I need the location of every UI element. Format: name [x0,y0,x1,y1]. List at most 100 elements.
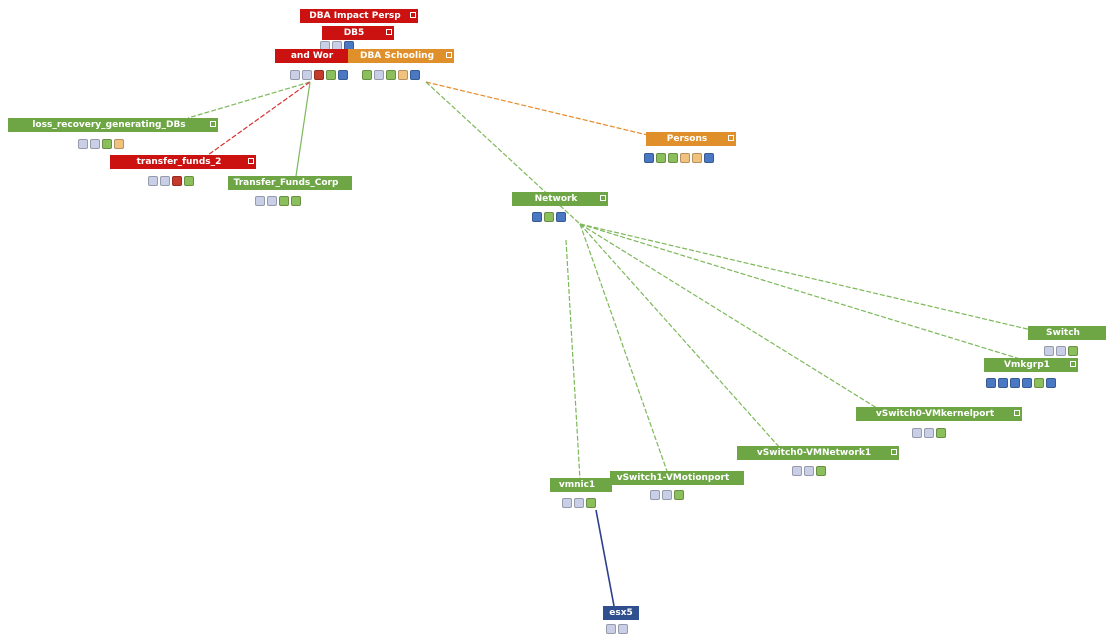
node-label: Vmkgrp1 [1004,360,1050,370]
node-label: Network [534,194,578,204]
user-icon[interactable] [998,378,1008,388]
user-icon[interactable] [556,212,566,222]
user-icon[interactable] [1022,378,1032,388]
link-icon[interactable] [656,153,666,163]
database-icon[interactable] [562,498,572,508]
user-icon[interactable] [1046,378,1056,388]
node-and-wor[interactable]: and Wor [275,49,357,63]
node-transfer-funds-2[interactable]: transfer_funds_2 [110,155,256,169]
link-icon[interactable] [291,196,301,206]
node-label: transfer_funds_2 [136,157,222,167]
user-icon[interactable] [1010,378,1020,388]
link-icon[interactable] [1068,346,1078,356]
database-icon[interactable] [574,498,584,508]
node-vswitch0-vmnetwork1-icons [792,466,826,478]
node-dba-impact-persp[interactable]: DBA Impact Persp [300,9,418,23]
expand-icon[interactable] [248,158,254,164]
document-icon[interactable] [398,70,408,80]
node-persons-icons [644,153,714,165]
edge-n3-n7 [295,81,311,177]
database-icon[interactable] [148,176,158,186]
database-icon[interactable] [618,624,628,634]
node-esx5[interactable]: esx5 [603,606,639,620]
link-icon[interactable] [102,139,112,149]
edge-n9-n12 [579,223,881,411]
node-vmnic1[interactable]: vmnic1 [550,478,612,492]
user-icon[interactable] [986,378,996,388]
database-icon[interactable] [650,490,660,500]
key-icon[interactable] [314,70,324,80]
link-icon[interactable] [386,70,396,80]
link-icon[interactable] [668,153,678,163]
link-icon[interactable] [816,466,826,476]
expand-icon[interactable] [1070,361,1076,367]
edge-n9-n10 [579,223,1041,333]
node-persons[interactable]: Persons [646,132,736,146]
node-vmnic1-icons [562,498,596,510]
node-vswitch0-vmkernelport-icons [912,428,946,440]
edge-n15-n16 [595,509,615,607]
expand-icon[interactable] [210,121,216,127]
node-label: DB5 [343,28,365,38]
document-icon[interactable] [114,139,124,149]
link-icon[interactable] [586,498,596,508]
node-vswitch0-vmkernelport[interactable]: vSwitch0-VMkernelport [856,407,1022,421]
user-icon[interactable] [644,153,654,163]
node-loss-recovery-icons [78,139,124,151]
link-icon[interactable] [362,70,372,80]
database-icon[interactable] [662,490,672,500]
database-icon[interactable] [606,624,616,634]
database-icon[interactable] [1044,346,1054,356]
expand-icon[interactable] [600,195,606,201]
node-vswitch1-vmotionport[interactable]: vSwitch1-VMotionport [610,471,744,485]
database-icon[interactable] [90,139,100,149]
database-icon[interactable] [302,70,312,80]
key-icon[interactable] [172,176,182,186]
link-icon[interactable] [544,212,554,222]
database-icon[interactable] [924,428,934,438]
database-icon[interactable] [804,466,814,476]
user-icon[interactable] [410,70,420,80]
node-db5[interactable]: DB5 [322,26,394,40]
node-transfer-funds-corp[interactable]: Transfer_Funds_Corp [228,176,352,190]
expand-icon[interactable] [1014,410,1020,416]
node-switch[interactable]: Switch [1028,326,1106,340]
database-icon[interactable] [792,466,802,476]
database-icon[interactable] [374,70,384,80]
node-label: and Wor [290,51,334,61]
link-icon[interactable] [674,490,684,500]
database-icon[interactable] [1056,346,1066,356]
node-vmkgrp1[interactable]: Vmkgrp1 [984,358,1078,372]
expand-icon[interactable] [410,12,416,18]
link-icon[interactable] [279,196,289,206]
node-vswitch0-vmnetwork1[interactable]: vSwitch0-VMNetwork1 [737,446,899,460]
user-icon[interactable] [338,70,348,80]
user-icon[interactable] [704,153,714,163]
node-switch-icons [1044,346,1078,358]
node-network[interactable]: Network [512,192,608,206]
node-loss-recovery[interactable]: loss_recovery_generating_DBs [8,118,218,132]
node-label: vmnic1 [558,480,596,490]
database-icon[interactable] [78,139,88,149]
node-dba-schooling-icons [362,70,420,82]
database-icon[interactable] [912,428,922,438]
node-dba-schooling[interactable]: DBA Schooling [348,49,454,63]
database-icon[interactable] [255,196,265,206]
expand-icon[interactable] [386,29,392,35]
database-icon[interactable] [290,70,300,80]
user-icon[interactable] [532,212,542,222]
expand-icon[interactable] [446,52,452,58]
node-label: loss_recovery_generating_DBs [32,120,186,130]
database-icon[interactable] [267,196,277,206]
document-icon[interactable] [692,153,702,163]
link-icon[interactable] [936,428,946,438]
expand-icon[interactable] [728,135,734,141]
link-icon[interactable] [1034,378,1044,388]
link-icon[interactable] [184,176,194,186]
database-icon[interactable] [160,176,170,186]
expand-icon[interactable] [891,449,897,455]
link-icon[interactable] [326,70,336,80]
edge-n9-n11 [579,223,1031,363]
document-icon[interactable] [680,153,690,163]
